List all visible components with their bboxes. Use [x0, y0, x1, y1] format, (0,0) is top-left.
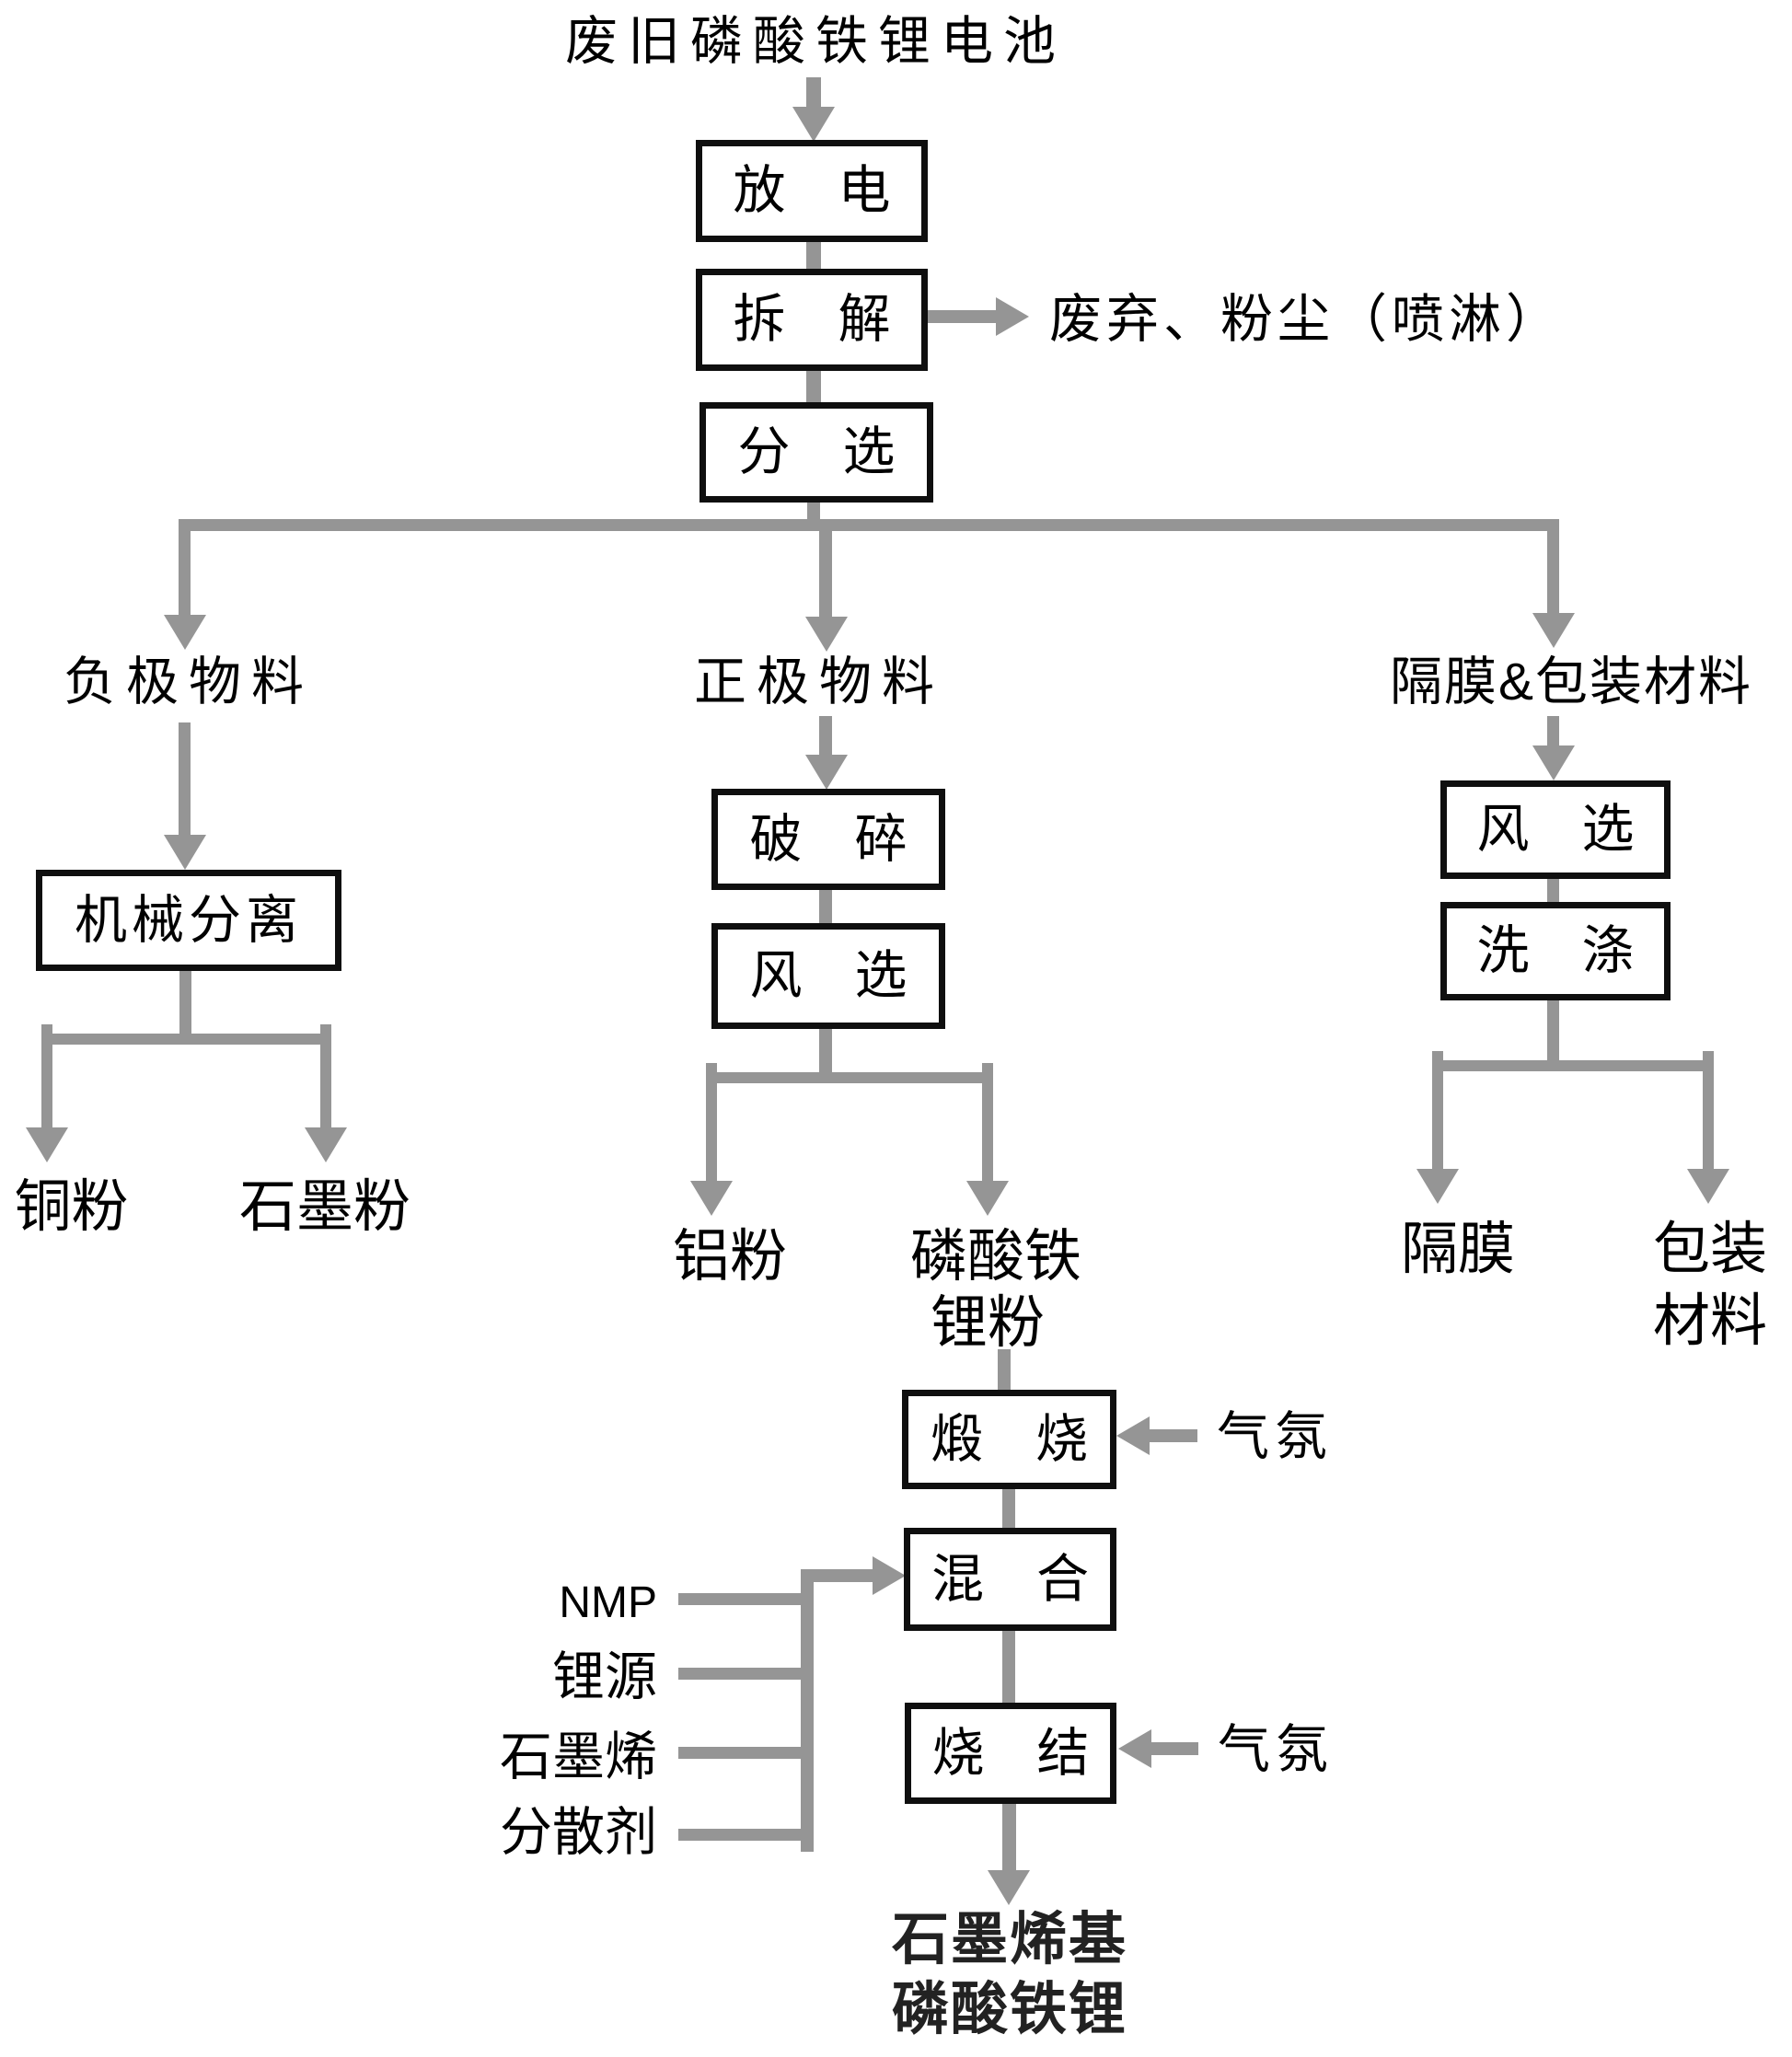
connector-washing-split: [1547, 1000, 1559, 1060]
arrow-packaging-shaft: [1703, 1051, 1714, 1171]
box-washing-label: 洗 涤: [1476, 921, 1635, 980]
box-air-separation-right-label: 风 选: [1476, 800, 1635, 859]
arrow-graphite-head: [305, 1127, 347, 1162]
split-line-left-branch: [43, 1034, 329, 1045]
connector-lfp-calcination: [998, 1349, 1011, 1390]
label-graphite-powder: 石墨粉: [238, 1175, 410, 1239]
arrow-atmosphere-sintering-shaft: [1151, 1742, 1198, 1755]
box-air-separation-mid-label: 风 选: [749, 946, 908, 1005]
additive-line-nmp: [678, 1593, 801, 1605]
arrow-graphite-shaft: [320, 1024, 331, 1129]
label-packaging-line2: 材料: [1652, 1289, 1767, 1353]
arrow-separator-shaft: [1432, 1051, 1443, 1171]
box-mechanical-separation-label: 机械分离: [75, 890, 303, 950]
arrow-final-product-head: [988, 1870, 1030, 1905]
box-crushing-label: 破 碎: [749, 809, 908, 869]
box-discharge: 放 电: [696, 140, 928, 242]
branch-arrow-negative-head: [164, 615, 206, 650]
connector-seppack-airsep-head: [1532, 745, 1575, 780]
label-input-dispersant: 分散剂: [500, 1803, 657, 1862]
branch-arrow-positive-shaft: [819, 531, 832, 618]
additive-line-graphene: [678, 1747, 801, 1759]
box-sintering-label: 烧 结: [931, 1723, 1090, 1783]
arrowhead-title-discharge: [792, 107, 835, 142]
arrow-atmosphere-calcination-shaft: [1150, 1429, 1197, 1442]
label-final-product-line2: 磷酸铁锂: [891, 1978, 1127, 2041]
split-line-right-branch: [1432, 1060, 1714, 1071]
arrow-aluminum-shaft: [706, 1063, 717, 1183]
label-aluminum-powder: 铝粉: [672, 1225, 787, 1289]
connector-airsep-washing: [1547, 879, 1559, 902]
connector-mechsep-split: [179, 971, 191, 1035]
distributor-line: [179, 519, 1559, 531]
box-washing: 洗 涤: [1440, 902, 1671, 1000]
connector-seppack-airsep-shaft: [1547, 716, 1559, 747]
box-calcination: 煅 烧: [902, 1390, 1116, 1489]
box-dismantle-label: 拆 解: [733, 290, 891, 349]
label-lfp-powder-line2: 锂粉: [930, 1291, 1045, 1355]
label-input-graphene: 石墨烯: [500, 1728, 657, 1786]
arrow-packaging-head: [1687, 1169, 1729, 1204]
additive-line-dispersant: [678, 1829, 801, 1841]
label-separator: 隔膜: [1400, 1218, 1515, 1281]
label-atmosphere-calcination: 气氛: [1217, 1407, 1333, 1466]
connector-dismantle-waste: [928, 310, 996, 323]
box-discharge-label: 放 电: [733, 161, 891, 220]
label-lfp-powder-line1: 磷酸铁: [909, 1225, 1081, 1289]
connector-discharge-dismantle: [806, 242, 821, 269]
label-copper-powder: 铜粉: [14, 1175, 129, 1239]
arrowhead-dismantle-waste: [996, 297, 1029, 336]
box-calcination-label: 煅 烧: [931, 1409, 1088, 1469]
diagram-title: 废旧磷酸铁锂电池: [565, 12, 1066, 71]
box-dismantle: 拆 解: [696, 269, 928, 371]
box-sorting-label: 分 选: [737, 422, 896, 481]
arrow-lfp-head: [966, 1181, 1009, 1216]
box-sintering: 烧 结: [905, 1703, 1116, 1804]
arrow-copper-shaft: [41, 1024, 52, 1129]
additives-collector-line: [801, 1569, 814, 1852]
additive-line-lithium: [678, 1668, 801, 1680]
box-crushing: 破 碎: [711, 789, 945, 890]
label-separator-packaging: 隔膜&包装材料: [1389, 653, 1753, 711]
connector-mixing-sintering: [1002, 1631, 1015, 1703]
connector-calcination-mixing: [1002, 1489, 1015, 1528]
box-air-separation-mid: 风 选: [711, 923, 945, 1029]
label-packaging-line1: 包装: [1652, 1218, 1767, 1281]
branch-arrow-separator-head: [1532, 613, 1575, 648]
connector-dismantle-sorting: [806, 371, 821, 402]
branch-arrow-negative-shaft: [179, 519, 191, 617]
label-final-product-line1: 石墨烯基: [891, 1908, 1127, 1971]
split-line-mid-branch: [706, 1072, 993, 1083]
arrow-aluminum-head: [690, 1181, 733, 1216]
branch-arrow-positive-head: [805, 617, 848, 652]
box-mixing-label: 混 合: [931, 1549, 1089, 1609]
branch-arrow-separator-shaft: [1547, 531, 1559, 615]
connector-crushing-airsep: [819, 890, 832, 923]
additives-arrow-head: [873, 1556, 906, 1595]
arrow-atmosphere-calcination-head: [1116, 1416, 1150, 1455]
connector-positive-crushing-shaft: [819, 716, 832, 758]
box-air-separation-right: 风 选: [1440, 780, 1671, 879]
label-positive-material: 正极物料: [694, 653, 944, 711]
label-waste-dust: 废弃、粉尘（喷淋）: [1049, 290, 1563, 349]
arrow-final-product-shaft: [1002, 1804, 1016, 1872]
arrow-atmosphere-sintering-head: [1118, 1729, 1151, 1768]
connector-negative-mechsep-head: [164, 835, 206, 870]
connector-title-discharge: [806, 77, 821, 109]
label-input-nmp: NMP: [559, 1578, 657, 1627]
label-negative-material: 负极物料: [64, 653, 314, 711]
label-input-lithium-source: 锂源: [552, 1647, 657, 1706]
connector-positive-crushing-head: [805, 755, 848, 790]
arrow-copper-head: [26, 1127, 68, 1162]
connector-negative-mechsep-shaft: [179, 722, 191, 837]
box-sorting: 分 选: [699, 402, 933, 503]
arrow-lfp-shaft: [982, 1063, 993, 1183]
box-mechanical-separation: 机械分离: [36, 870, 341, 971]
additives-arrow-shaft: [807, 1569, 873, 1582]
connector-airsep-split-mid: [819, 1029, 832, 1072]
box-mixing: 混 合: [904, 1528, 1116, 1631]
label-atmosphere-sintering: 气氛: [1218, 1720, 1334, 1779]
arrow-separator-head: [1416, 1169, 1459, 1204]
